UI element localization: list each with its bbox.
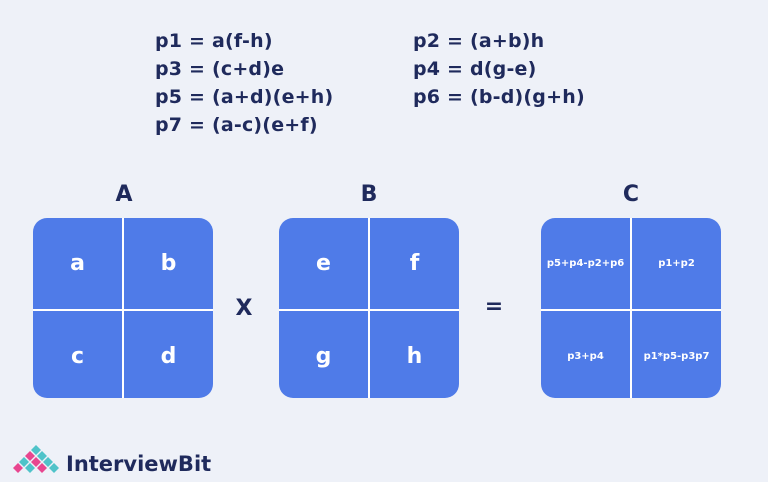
divider: [122, 218, 124, 398]
formula-p6: p6 = (b-d)(g+h): [413, 86, 585, 108]
brand-name: InterviewBit: [66, 452, 212, 476]
matrix-c-cell: p1+p2: [658, 257, 695, 269]
matrix-b-cell: e: [316, 250, 331, 276]
formula-p2: p2 = (a+b)h: [413, 30, 545, 52]
divider: [541, 309, 721, 311]
matrix-a-cell: c: [70, 343, 85, 369]
matrix-b-label: B: [360, 182, 378, 207]
matrix-a-label: A: [115, 182, 133, 207]
matrix-c: p5+p4-p2+p6 p1+p2 p3+p4 p1*p5-p3p7: [541, 218, 721, 398]
formula-p7: p7 = (a-c)(e+f): [155, 114, 318, 136]
divider: [368, 218, 370, 398]
divider: [279, 309, 459, 311]
matrix-c-cell: p1*p5-p3p7: [643, 350, 710, 362]
multiply-operator: X: [235, 296, 253, 321]
matrix-a-cell: b: [160, 250, 177, 276]
matrix-a: a b c d: [33, 218, 213, 398]
interviewbit-logo-icon: [13, 445, 59, 473]
formula-p4: p4 = d(g-e): [413, 58, 537, 80]
matrix-b-cell: h: [406, 343, 423, 369]
divider: [33, 309, 213, 311]
equals-operator: =: [484, 294, 504, 319]
formula-p3: p3 = (c+d)e: [155, 58, 285, 80]
matrix-b-cell: g: [315, 343, 332, 369]
divider: [630, 218, 632, 398]
matrix-b-cell: f: [409, 250, 420, 276]
matrix-a-cell: a: [70, 250, 85, 276]
formula-p5: p5 = (a+d)(e+h): [155, 86, 334, 108]
matrix-a-cell: d: [160, 343, 177, 369]
formula-p1: p1 = a(f-h): [155, 30, 273, 52]
matrix-c-label: C: [622, 182, 640, 207]
matrix-c-cell: p5+p4-p2+p6: [546, 257, 625, 269]
matrix-c-cell: p3+p4: [567, 350, 604, 362]
matrix-b: e f g h: [279, 218, 459, 398]
